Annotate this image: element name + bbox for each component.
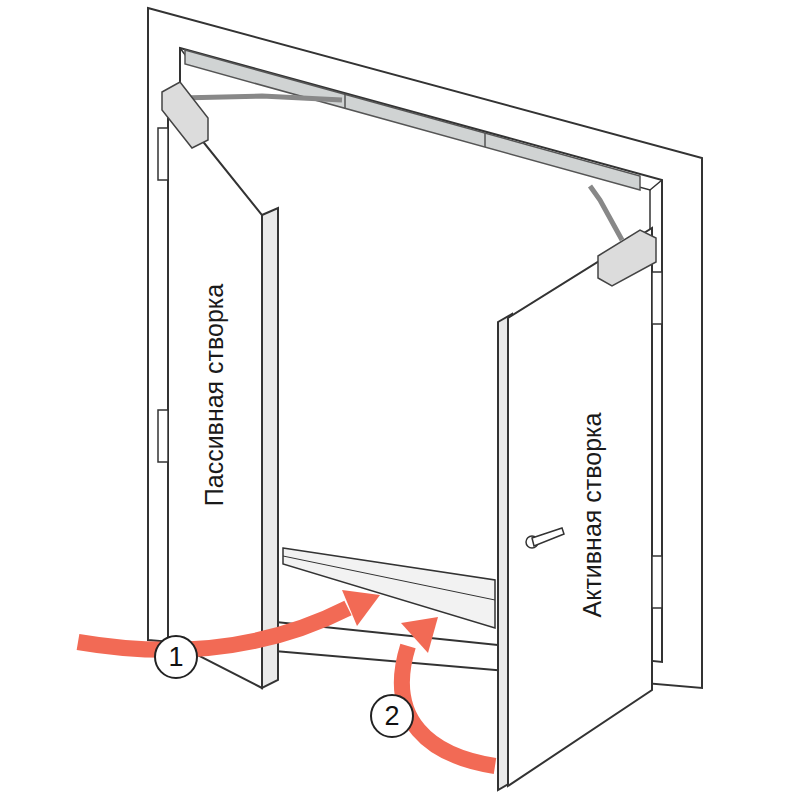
hinge bbox=[652, 556, 662, 608]
closer-arm bbox=[590, 186, 622, 240]
opening-arrow bbox=[402, 646, 495, 766]
coordinator-rail bbox=[185, 50, 640, 190]
frame-depth bbox=[180, 48, 662, 190]
door-handle bbox=[532, 528, 564, 546]
callout-circle: 2 bbox=[370, 694, 414, 738]
door-closer bbox=[598, 230, 656, 286]
passive-leaf bbox=[168, 98, 262, 688]
rail-joint bbox=[344, 94, 346, 108]
callout-circle: 1 bbox=[154, 635, 198, 679]
hinge bbox=[652, 272, 662, 324]
rail-joint bbox=[484, 133, 486, 147]
leaf-label: Активная створка bbox=[580, 413, 605, 618]
hinge bbox=[158, 128, 168, 180]
opening-arrow bbox=[342, 590, 380, 626]
threshold bbox=[283, 556, 495, 600]
leaf-label: Пассивная створка bbox=[202, 284, 227, 506]
opening-arrow bbox=[78, 608, 348, 650]
opening-arrow bbox=[401, 617, 438, 653]
passive-leaf-edge bbox=[262, 208, 278, 688]
active-leaf bbox=[508, 228, 652, 786]
door-closer bbox=[162, 82, 208, 148]
callout-number: 1 bbox=[168, 644, 183, 671]
callout-number: 2 bbox=[384, 703, 399, 730]
hinge bbox=[158, 410, 168, 462]
closer-arm bbox=[180, 96, 342, 100]
